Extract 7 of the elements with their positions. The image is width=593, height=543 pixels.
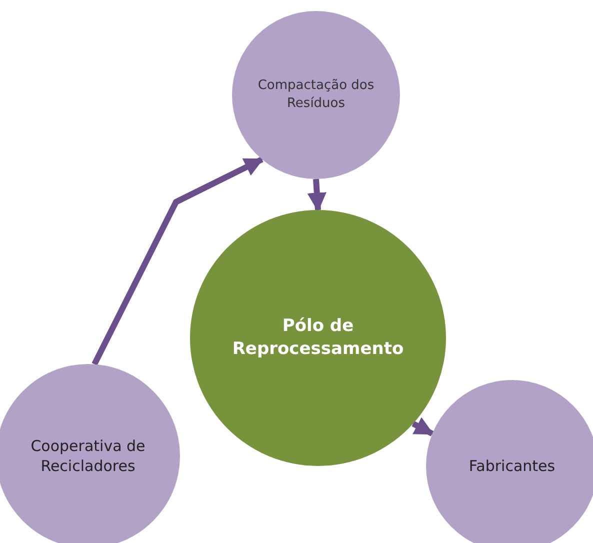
node-label: Compactação dos Resíduos [256,77,376,113]
node-label: Fabricantes [468,456,556,476]
arrow [307,178,326,212]
arrow [412,417,434,436]
node-label: Cooperativa de Recicladores [30,436,146,476]
arrow [92,156,264,366]
node-label: Pólo de Reprocessamento [231,315,405,361]
